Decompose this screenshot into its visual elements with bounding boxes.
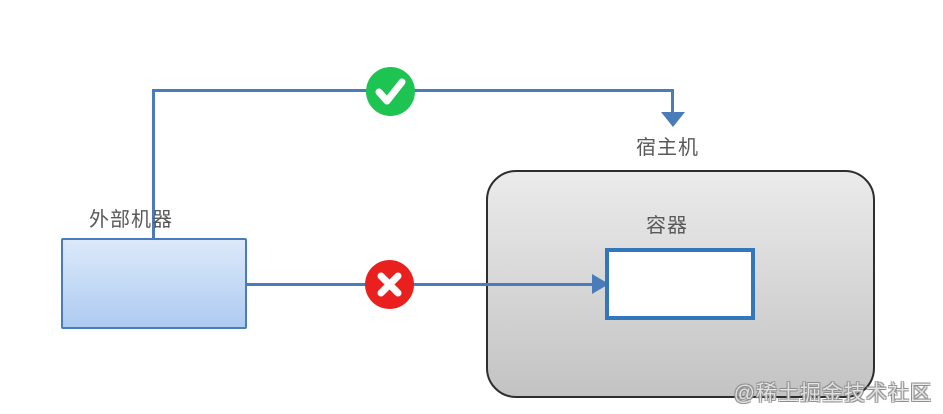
connection-allowed-badge [366,67,415,116]
allowed-connection-line-vertical [152,89,155,238]
down-arrowhead-icon [661,112,685,127]
watermark: @稀土掘金技术社区 [733,382,932,405]
external-machine-label: 外部机器 [89,209,173,231]
external-machine-node [61,238,247,329]
right-arrowhead-icon [592,274,609,294]
connection-blocked-badge [365,260,414,309]
cross-icon [377,272,402,297]
container-label: 容器 [646,215,688,237]
host-machine-label: 宿主机 [636,137,699,159]
blocked-connection-line [247,283,594,286]
allowed-connection-line-drop [671,89,674,114]
container-port-node [605,248,755,320]
check-icon [375,78,406,105]
